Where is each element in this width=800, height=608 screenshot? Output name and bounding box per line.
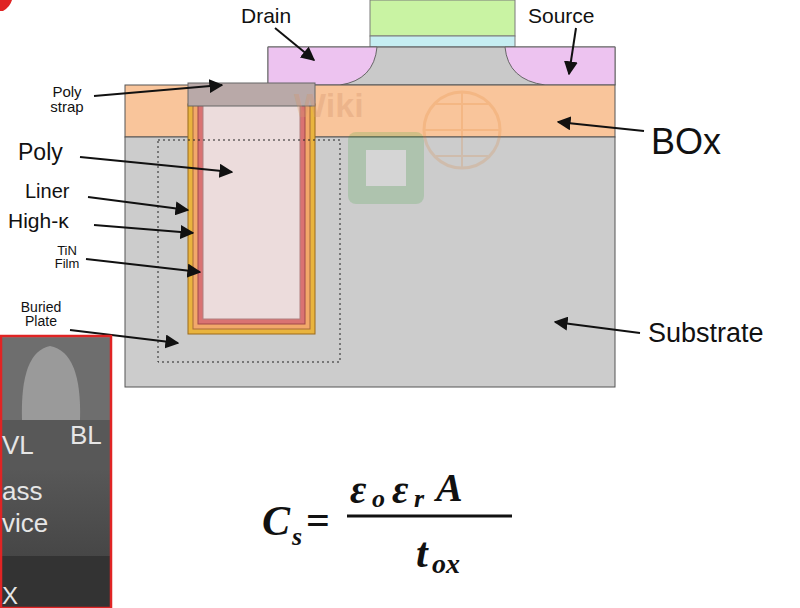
formula-symbol: ε (392, 470, 408, 510)
watermark-globe (424, 92, 500, 168)
formula-symbol: A (436, 468, 463, 508)
poly-strap-leader (94, 85, 222, 96)
buried-plate-label: Buried Plate (10, 300, 72, 328)
drain-leader (275, 28, 314, 60)
sem-border (1, 336, 111, 608)
watermark-text: Wiki (294, 88, 364, 122)
formula-symbol: C (262, 500, 290, 542)
corner-mark (0, 0, 12, 11)
watermark-grid (424, 92, 500, 168)
watermark-chip-core (366, 150, 406, 186)
sem-label: ass (2, 478, 42, 504)
watermark-chip (348, 132, 424, 204)
source-label: Source (528, 5, 595, 26)
fraction-bar (347, 515, 512, 518)
formula-subscript: s (292, 524, 302, 550)
liner-label: Liner (25, 181, 69, 201)
box-label: BOx (651, 124, 721, 160)
high-k-layer (193, 104, 310, 329)
formula-operator: = (306, 499, 330, 541)
drain-region (268, 47, 377, 85)
formula-subscript: o (372, 486, 385, 512)
silicon-layer (268, 47, 615, 85)
tin-film-leader (86, 259, 200, 272)
tin-film-label: TiN Film (48, 244, 86, 270)
sem-label: BL (70, 422, 102, 448)
liner-layer (188, 104, 315, 334)
watermark-logo (348, 92, 500, 204)
tin-film (198, 104, 305, 324)
gate-oxide (370, 36, 515, 47)
sem-label: X (2, 584, 18, 608)
poly-strap-label: Poly strap (38, 84, 96, 114)
source-region (505, 47, 615, 85)
sem-image (0, 335, 112, 608)
drain-label: Drain (241, 5, 291, 26)
box-leader (558, 122, 644, 131)
high-k-label: High-κ (8, 210, 69, 231)
poly-fill (203, 104, 300, 319)
sem-lower (0, 556, 110, 608)
sem-background (0, 335, 112, 608)
poly-leader (80, 157, 232, 172)
substrate-label: Substrate (648, 320, 764, 347)
sem-label: VL (2, 432, 34, 458)
liner-leader (88, 197, 188, 210)
source-leader (569, 28, 576, 74)
formula-symbol: ε (350, 470, 366, 510)
formula-subscript: r (414, 486, 424, 512)
sem-band (0, 420, 110, 470)
high-k-leader (94, 225, 193, 233)
sem-label: vice (2, 510, 48, 536)
buried-plate-outline (158, 140, 340, 362)
sem-upper (0, 338, 110, 420)
formula-symbol: t (416, 532, 428, 574)
formula-subscript: ox (432, 550, 460, 578)
gate (370, 0, 515, 36)
poly-label: Poly (18, 141, 63, 164)
sem-gate-stack (22, 346, 80, 420)
substrate-leader (555, 322, 640, 333)
